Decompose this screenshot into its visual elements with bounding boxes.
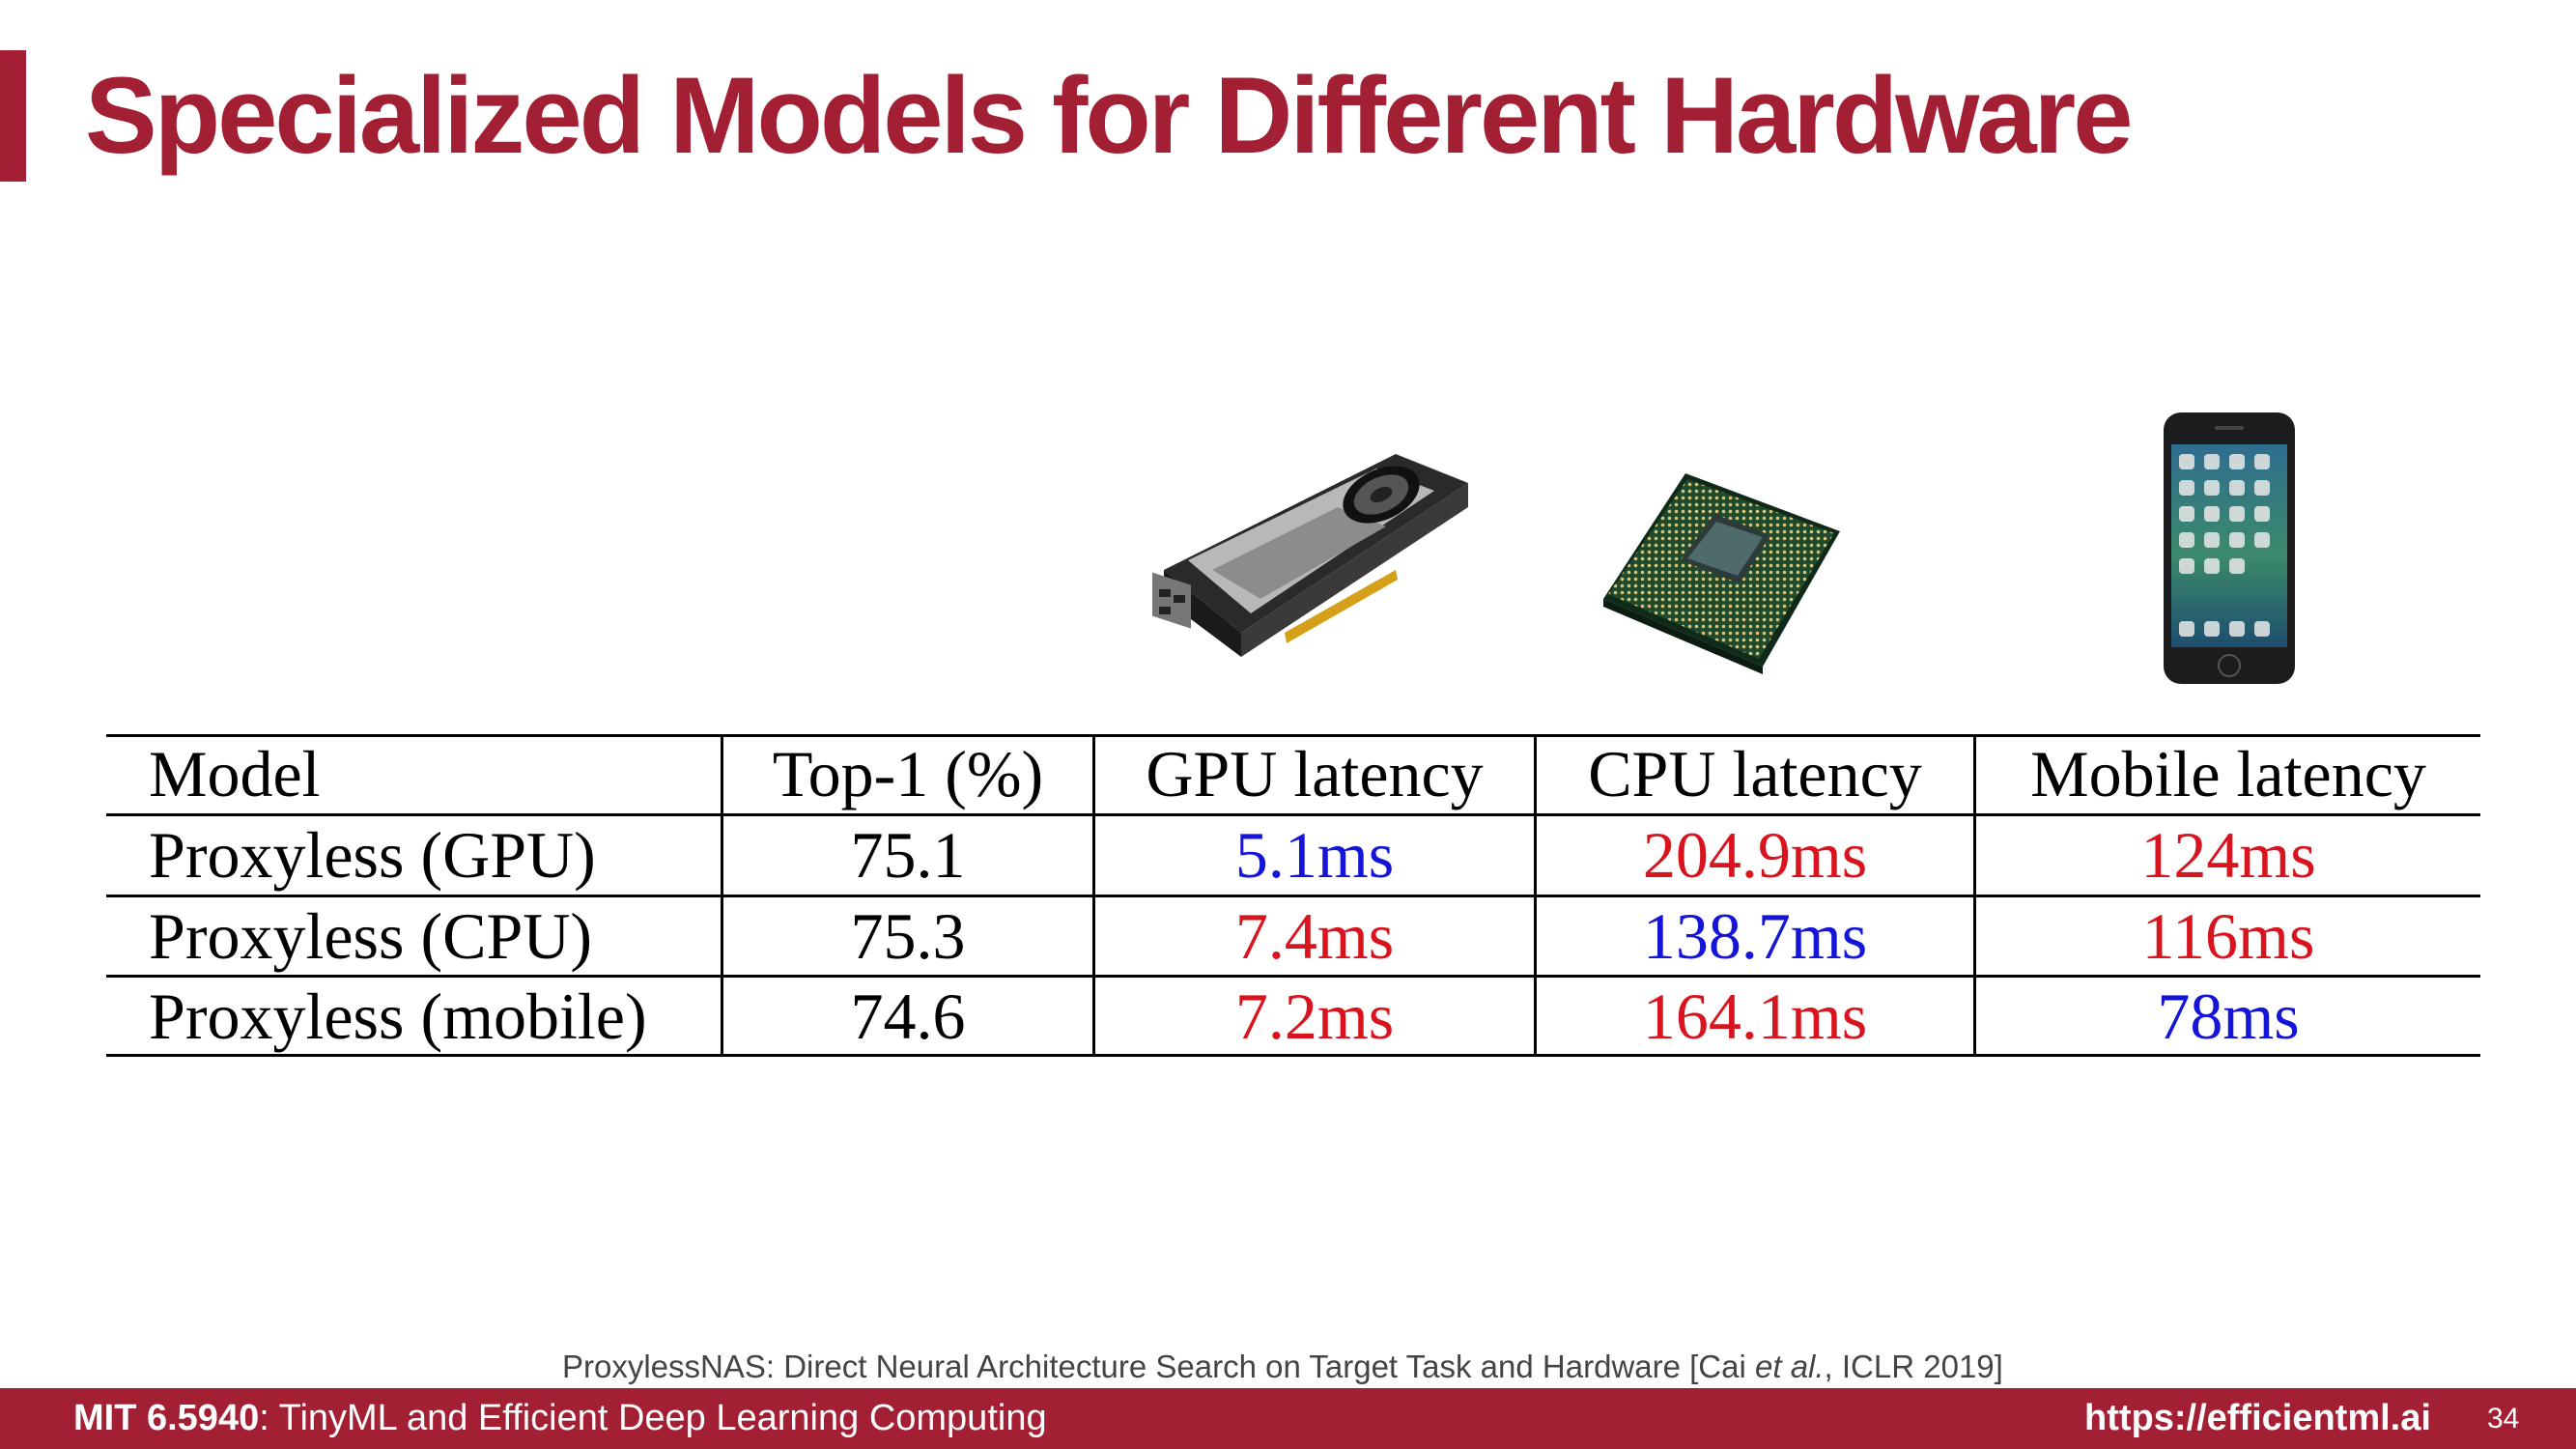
row-mobile-latency: 116ms [2141, 899, 2315, 973]
citation-text: ProxylessNAS: Direct Neural Architecture… [562, 1349, 1755, 1384]
course-label: MIT 6.5940: TinyML and Efficient Deep Le… [73, 1388, 1047, 1449]
row-gpu-latency: 5.1ms [1234, 818, 1395, 892]
row-top1: 75.3 [850, 899, 966, 973]
title-accent-bar [0, 50, 26, 182]
row-top1: 75.1 [850, 818, 966, 892]
course-name: : TinyML and Efficient Deep Learning Com… [259, 1398, 1047, 1438]
citation-et-al: et al. [1755, 1349, 1825, 1384]
header-mobile-latency: Mobile latency [2030, 737, 2426, 810]
smartphone-icon [2164, 412, 2295, 684]
header-cpu-latency: CPU latency [1588, 737, 1922, 810]
row-model-name: Proxyless (mobile) [149, 980, 647, 1053]
row-top1: 74.6 [850, 980, 966, 1053]
row-model-name: Proxyless (CPU) [149, 899, 593, 973]
footer-bar: MIT 6.5940: TinyML and Efficient Deep Le… [0, 1388, 2576, 1449]
cpu-chip-icon [1603, 473, 1840, 674]
row-gpu-latency: 7.2ms [1234, 980, 1395, 1053]
row-cpu-latency: 164.1ms [1642, 980, 1868, 1053]
gpu-card-icon [1152, 454, 1468, 657]
citation: ProxylessNAS: Direct Neural Architecture… [562, 1349, 2003, 1385]
row-mobile-latency: 124ms [2140, 818, 2316, 892]
citation-venue: , ICLR 2019] [1824, 1349, 2003, 1384]
row-model-name: Proxyless (GPU) [149, 818, 596, 892]
header-gpu-latency: GPU latency [1146, 737, 1484, 810]
row-cpu-latency: 138.7ms [1642, 899, 1868, 973]
header-model: Model [149, 737, 321, 810]
course-code: MIT 6.5940 [73, 1398, 260, 1438]
slide-title: Specialized Models for Different Hardwar… [85, 55, 2134, 176]
latency-table: Model Top-1 (%) GPU latency CPU latency … [106, 734, 2480, 1057]
page-number: 34 [2487, 1403, 2520, 1435]
row-cpu-latency: 204.9ms [1642, 818, 1868, 892]
row-gpu-latency: 7.4ms [1234, 899, 1395, 973]
course-url-link[interactable]: https://efficientml.ai [2084, 1398, 2431, 1438]
row-mobile-latency: 78ms [2157, 980, 2300, 1053]
header-top1: Top-1 (%) [772, 737, 1044, 810]
